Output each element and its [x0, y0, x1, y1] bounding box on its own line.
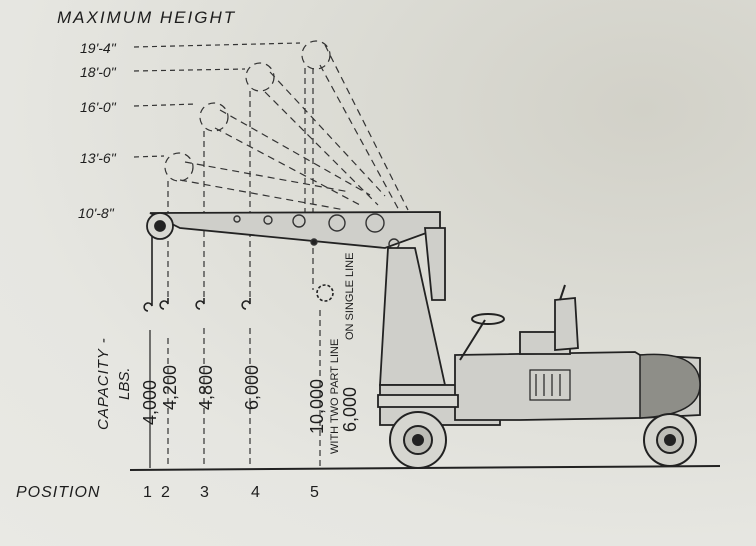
height-label-1: 19'-4"	[80, 40, 116, 56]
wheels	[389, 411, 697, 469]
capacity-value-1: 4,000	[140, 379, 160, 425]
main-boom	[146, 211, 441, 249]
height-label-3: 16'-0"	[80, 99, 116, 115]
capacity-value-3: 4,800	[196, 364, 216, 410]
capacity-value-2: 4,200	[160, 364, 180, 410]
height-label-2: 18'-0"	[80, 64, 116, 80]
position-4: 4	[251, 484, 260, 501]
hooks	[143, 284, 334, 312]
position-5: 5	[310, 484, 319, 501]
capacity-unit-label: LBS.	[116, 367, 133, 400]
height-label-4: 13'-6"	[80, 150, 116, 166]
capacity-value-single: 6,000	[340, 386, 360, 432]
boom-positions	[164, 40, 409, 213]
height-label-5: 10'-8"	[78, 205, 114, 221]
position-1: 1	[143, 484, 152, 501]
capacity-note-single: ON SINGLE LINE	[344, 252, 356, 340]
position-2: 2	[161, 484, 170, 501]
capacity-value-4: 6,000	[242, 364, 262, 410]
truck-body	[377, 227, 701, 426]
height-leaders	[133, 42, 301, 158]
position-label: POSITION	[16, 484, 101, 501]
capacity-value-5: 10,000	[307, 378, 327, 434]
position-3: 3	[200, 484, 209, 501]
capacity-label: CAPACITY -	[95, 337, 112, 430]
diagram-title: MAXIMUM HEIGHT	[57, 8, 237, 27]
